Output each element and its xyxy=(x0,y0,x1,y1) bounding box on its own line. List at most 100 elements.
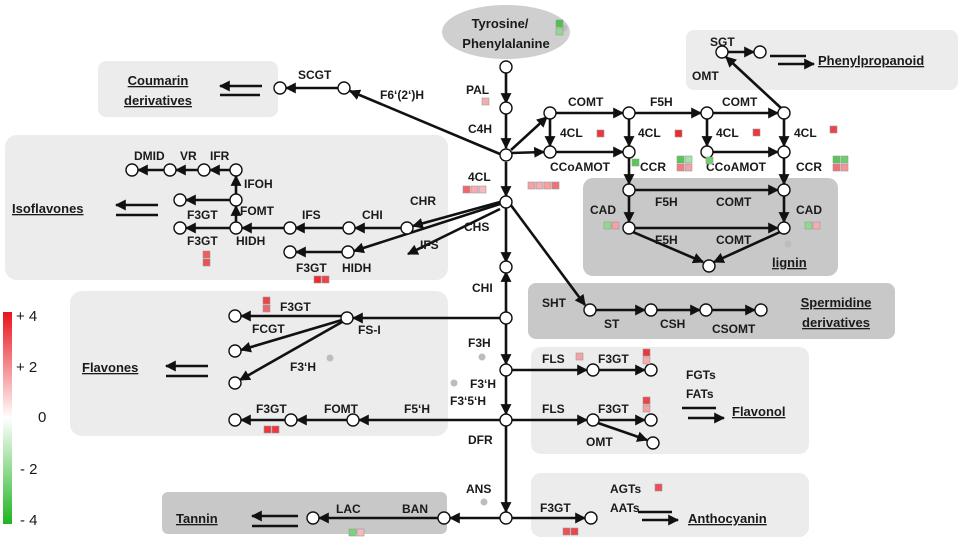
enzyme-f3gt-fl2: F3GT xyxy=(256,402,287,416)
anthocyanin-group-box xyxy=(531,473,809,537)
tannin-group-box xyxy=(162,492,447,534)
enzyme-chi-main: CHI xyxy=(472,281,493,295)
expression-mark xyxy=(348,528,357,537)
expression-mark xyxy=(840,155,849,164)
enzyme-cad2: CAD xyxy=(796,203,822,217)
enzyme-comt2: COMT xyxy=(722,95,758,109)
enzyme-f3gt-flv1: F3GT xyxy=(598,352,629,366)
expression-mark xyxy=(654,483,663,492)
enzyme-4cl-c: 4CL xyxy=(716,126,739,140)
enzyme-scgt: SCGT xyxy=(298,68,332,82)
enzyme-fls2: FLS xyxy=(542,402,565,416)
phenylpropanoid-label: Phenylpropanoid xyxy=(818,53,924,68)
enzyme-ccoamot1: CCoAMOT xyxy=(550,160,611,174)
expression-mark xyxy=(262,304,271,313)
isoflavones-group-box xyxy=(5,135,448,280)
enzyme-ifs2: IFS xyxy=(420,238,439,252)
enzyme-ans: ANS xyxy=(466,482,491,496)
enzyme-comt3: COMT xyxy=(716,195,752,209)
coumarin-group-box xyxy=(98,61,278,117)
enzyme-f3ph: F3‘H xyxy=(470,377,496,391)
expression-mark xyxy=(527,181,536,190)
enzyme-chi-iso: CHI xyxy=(362,208,383,222)
expression-mark xyxy=(263,425,272,434)
expression-mark xyxy=(313,275,322,284)
enzyme-sht: SHT xyxy=(542,296,567,310)
enzyme-agts: AGTs xyxy=(610,482,641,496)
enzyme-f5h1: F5H xyxy=(650,95,673,109)
expression-mark xyxy=(575,352,584,361)
enzyme-f3gt-iso1: F3GT xyxy=(187,208,218,222)
expression-mark xyxy=(812,221,821,230)
expression-mark xyxy=(676,155,685,164)
enzyme-pal: PAL xyxy=(466,83,489,97)
enzyme-f35h: F3‘5‘H xyxy=(450,394,486,408)
phenylpropanoid-group-box xyxy=(686,30,958,90)
expression-mark xyxy=(642,404,651,413)
expression-mark xyxy=(202,250,211,259)
pathway-edges xyxy=(136,46,790,524)
enzyme-fomt-fl: FOMT xyxy=(324,402,359,416)
enzyme-hidh2: HIDH xyxy=(342,261,371,275)
expression-mark xyxy=(356,528,365,537)
enzyme-chr: CHR xyxy=(410,194,436,208)
expression-mark xyxy=(832,155,841,164)
enzyme-f3gt-fl: F3GT xyxy=(280,300,311,314)
start-node xyxy=(442,5,570,59)
enzyme-ifoh: IFOH xyxy=(244,177,273,191)
enzyme-lac: LAC xyxy=(336,502,361,516)
spermidine-label-line2: derivatives xyxy=(802,315,870,330)
enzyme-f5ph: F5‘H xyxy=(404,402,430,416)
expression-mark xyxy=(535,181,544,190)
enzyme-aats: AATs xyxy=(610,501,640,515)
detail-dots xyxy=(326,24,792,506)
expression-mark xyxy=(562,527,571,536)
scale-label-min: - 4 xyxy=(20,512,38,529)
expression-mark xyxy=(596,129,605,138)
expression-mark xyxy=(804,221,813,230)
enzyme-vr: VR xyxy=(180,149,197,163)
enzyme-csh: CSH xyxy=(660,317,685,331)
enzyme-ccoamot2: CCoAMOT xyxy=(706,160,767,174)
scale-label-max: + 4 xyxy=(16,308,37,325)
enzyme-fsi: FS-I xyxy=(358,323,381,337)
expression-mark xyxy=(631,158,640,167)
scale-label-zero: 0 xyxy=(38,409,46,426)
enzyme-labels: PAL C4H 4CL CHS CHI F3H F3‘H F3‘5‘H DFR … xyxy=(134,35,822,516)
enzyme-fgts: FGTs xyxy=(686,368,716,382)
expression-mark xyxy=(832,163,841,172)
scale-label-minus2: - 2 xyxy=(20,461,38,478)
color-scale: + 4 + 2 0 - 2 - 4 xyxy=(3,308,46,529)
start-node-line2: Phenylalanine xyxy=(462,36,549,51)
spermidine-label-line1: Spermidine xyxy=(801,295,872,310)
expression-mark xyxy=(555,27,564,36)
expression-mark xyxy=(202,258,211,267)
enzyme-st: ST xyxy=(604,317,620,331)
enzyme-f3gt-flv2: F3GT xyxy=(598,402,629,416)
enzyme-4cl-b: 4CL xyxy=(638,126,661,140)
enzyme-comt4: COMT xyxy=(716,233,752,247)
coumarin-label-line1: Coumarin xyxy=(128,73,189,88)
expression-mark xyxy=(543,181,552,190)
enzyme-f3gt-an: F3GT xyxy=(540,501,571,515)
enzyme-f5h3: F5H xyxy=(655,233,678,247)
enzyme-f62h: F6‘(2‘)H xyxy=(380,88,424,102)
color-scale-bar xyxy=(3,312,12,524)
expression-mark xyxy=(642,356,651,365)
expression-mark xyxy=(676,163,685,172)
enzyme-fcgt: FCGT xyxy=(252,322,285,336)
enzyme-csomt: CSOMT xyxy=(712,322,756,336)
metabolite-nodes xyxy=(125,45,791,525)
enzyme-f3gt-iso3: F3GT xyxy=(296,261,327,275)
expression-mark xyxy=(551,181,560,190)
expression-mark xyxy=(570,527,579,536)
expression-marks xyxy=(202,19,849,537)
enzyme-4cl-a: 4CL xyxy=(560,126,583,140)
enzyme-hidh1: HIDH xyxy=(236,234,265,248)
expression-mark xyxy=(470,185,479,194)
enzyme-sgt: SGT xyxy=(710,35,735,49)
expression-mark xyxy=(752,128,761,137)
expression-mark xyxy=(829,125,838,134)
flavones-label: Flavones xyxy=(82,360,138,375)
enzyme-ifr: IFR xyxy=(210,149,230,163)
